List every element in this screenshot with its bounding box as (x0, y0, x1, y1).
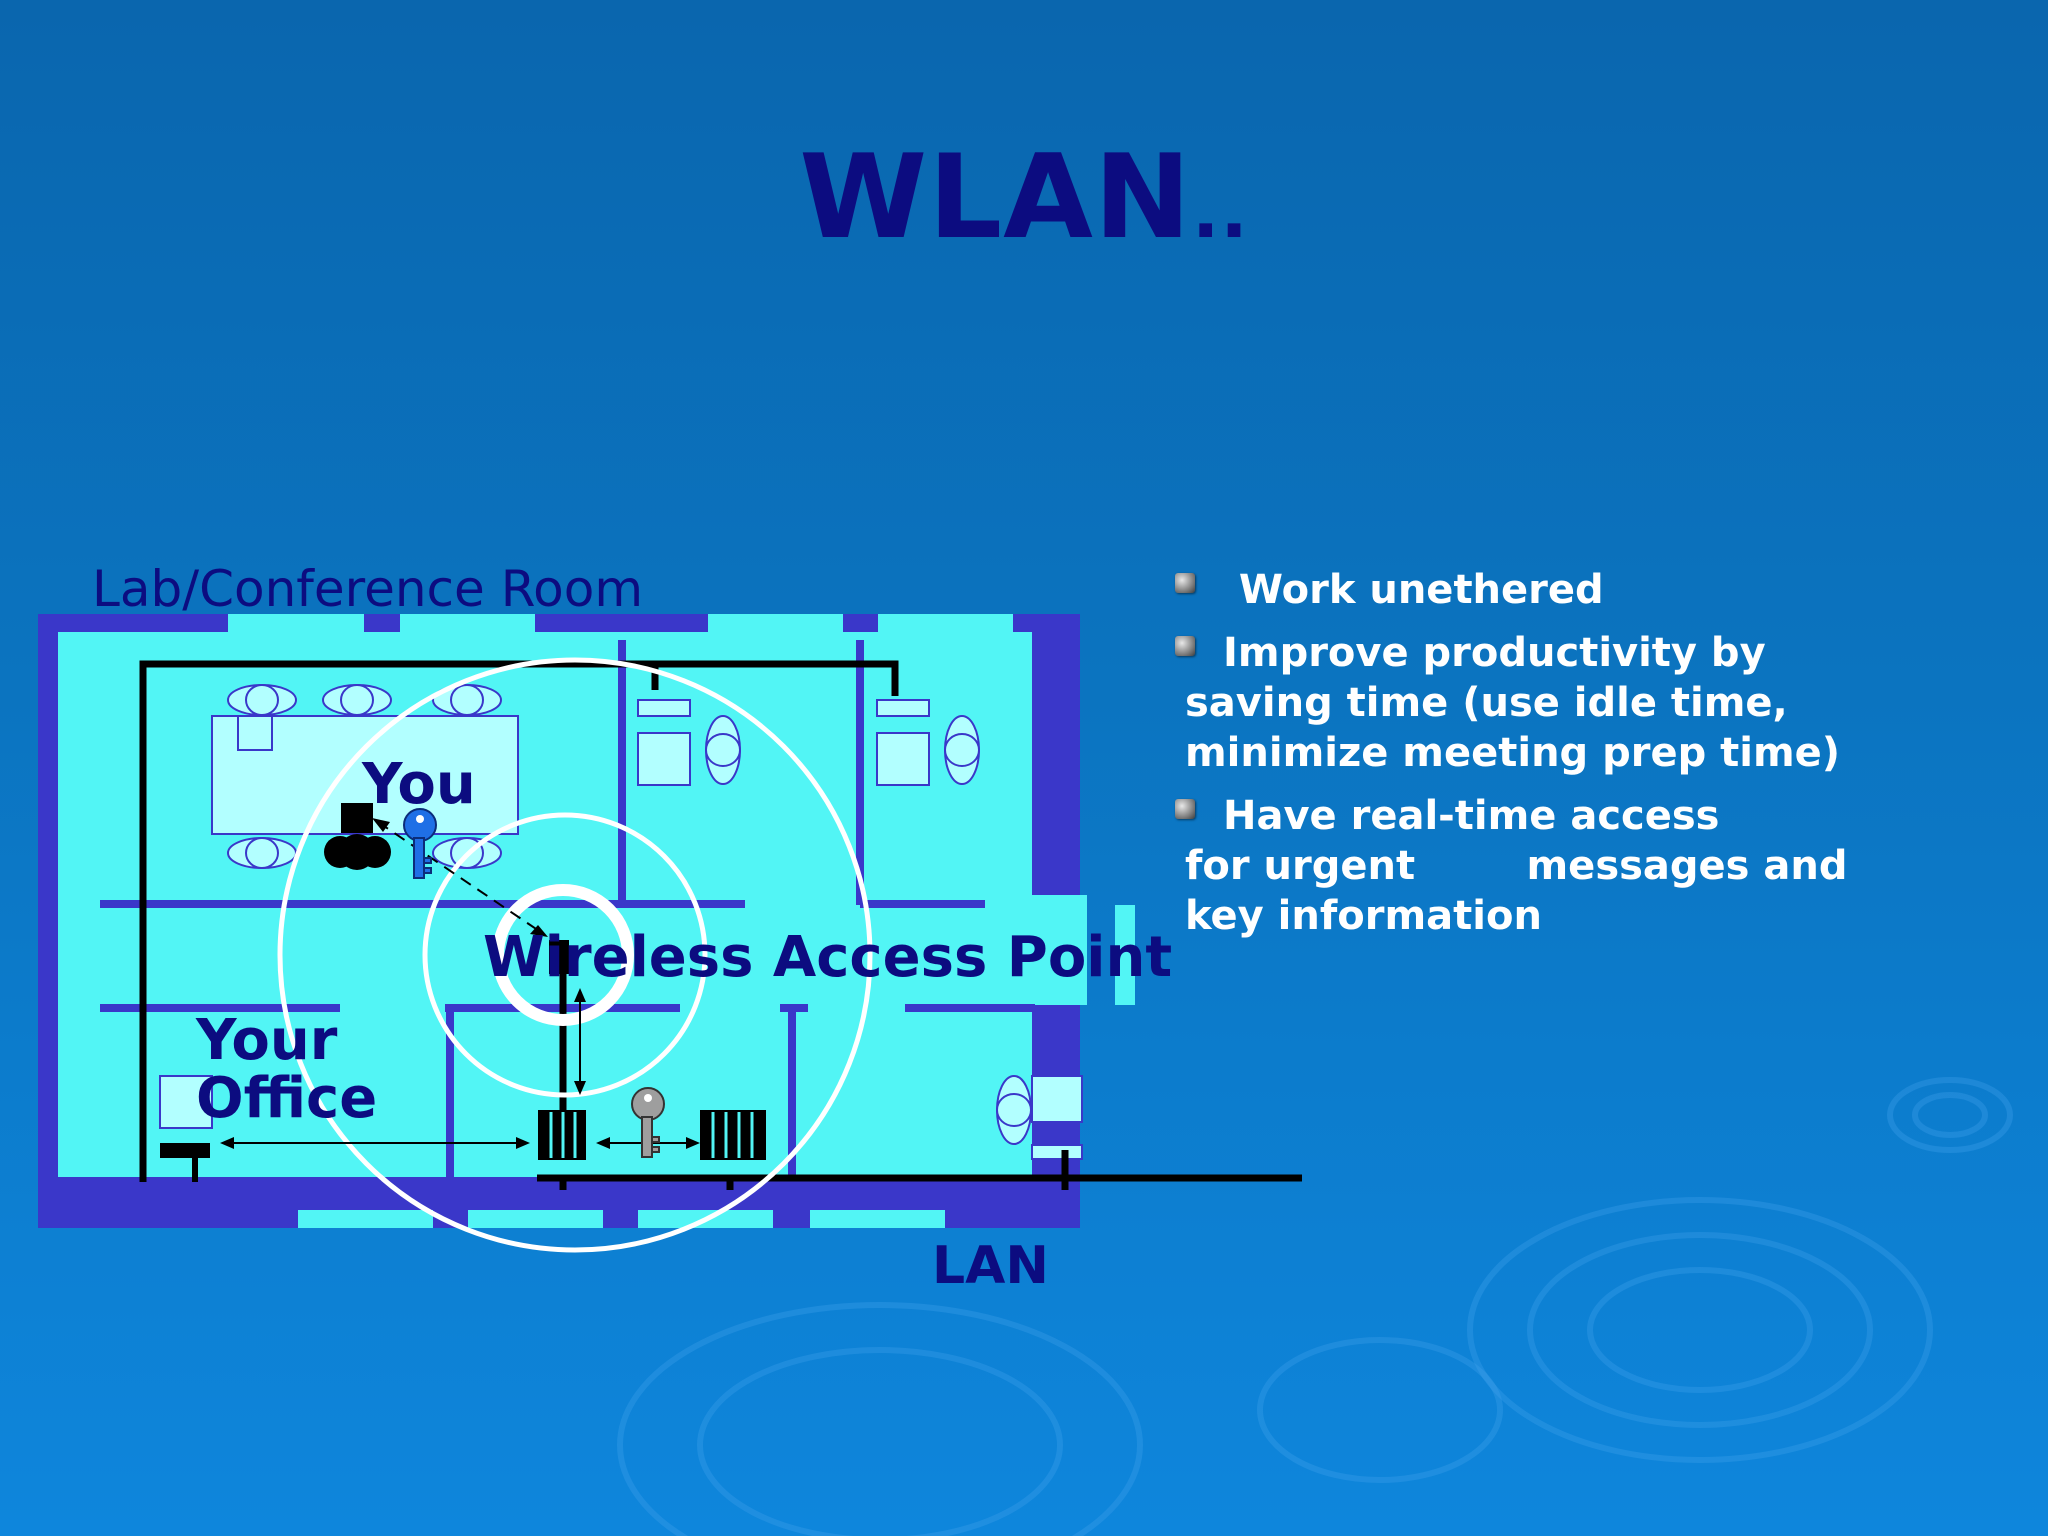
interior-walls (100, 640, 1035, 1179)
lan-label: LAN (932, 1236, 1049, 1296)
bullet-item: Work unethered (1175, 565, 2035, 615)
chairs (227, 684, 1032, 1145)
desks (159, 699, 1083, 1160)
access-point-icon (549, 940, 569, 974)
bullet-line: Improve productivity by (1223, 630, 1766, 676)
grey-key-icon (631, 1087, 665, 1158)
title-text: WLAN (799, 130, 1193, 265)
coverage-ring-inner (492, 884, 634, 1026)
bullet-line: saving time (use idle time, (1185, 680, 1788, 726)
top-windows (228, 614, 1013, 632)
hub-slots (549, 1112, 577, 1158)
bullet-marker-icon (1175, 636, 1195, 656)
blue-key-icon (403, 808, 437, 879)
bullet-marker-icon (1175, 799, 1195, 819)
bullet-list: Work unethered Improve productivity by s… (1175, 565, 2035, 954)
title-suffix: .. (1192, 170, 1249, 254)
bullet-item: Have real-time access for urgent message… (1175, 791, 2035, 941)
coverage-ring-middle (422, 812, 708, 1098)
bullet-line: Have real-time access (1223, 793, 1720, 839)
coverage-rings (277, 657, 873, 1253)
access-point-label: Wireless Access Point (483, 925, 1173, 990)
office-terminal-icon (160, 1143, 210, 1158)
room-label: Lab/Conference Room (92, 560, 644, 618)
coverage-ring-outer (277, 657, 873, 1253)
bottom-windows (298, 1210, 945, 1228)
bullet-marker-icon (1175, 573, 1195, 593)
office-label: Your Office (196, 1012, 377, 1128)
bullet-line: Work unethered (1225, 567, 1604, 613)
user-icon (324, 803, 391, 870)
right-door (1032, 895, 1087, 1005)
office-label-line2: Office (196, 1066, 378, 1131)
office-label-line1: Your (196, 1008, 338, 1073)
slide-title: WLAN.. (0, 130, 2048, 265)
you-label: You (362, 752, 476, 817)
server-icon (700, 1110, 766, 1160)
bullet-line: for urgent messages and (1185, 843, 1848, 889)
bullet-line: key information (1185, 893, 1542, 939)
bullet-line: minimize meeting prep time) (1185, 730, 1841, 776)
bullet-item: Improve productivity by saving time (use… (1175, 628, 2035, 778)
